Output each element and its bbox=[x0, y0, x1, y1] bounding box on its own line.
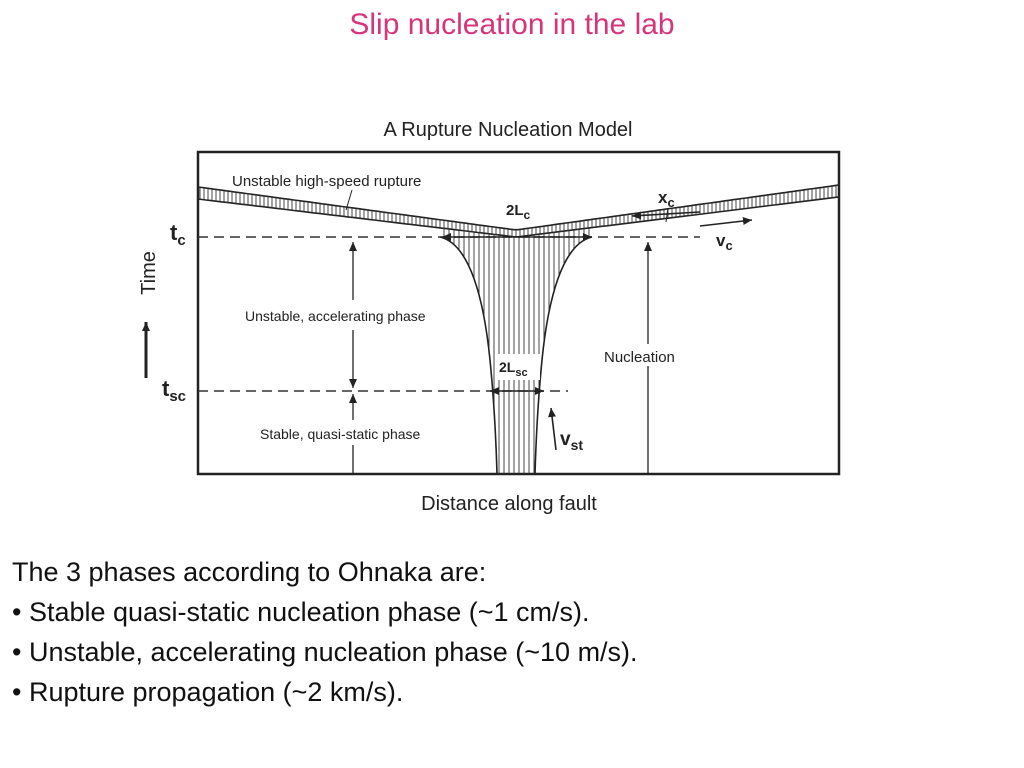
accelerating-phase-label: Unstable, accelerating phase bbox=[245, 308, 426, 324]
tc-label: tc bbox=[170, 220, 186, 249]
vc-label: vc bbox=[716, 231, 733, 253]
phase-bullet-1: • Stable quasi-static nucleation phase (… bbox=[12, 597, 590, 627]
diagram-title: A Rupture Nucleation Model bbox=[383, 119, 632, 141]
nucleation-curve-right bbox=[534, 236, 593, 475]
nucleation-label-bg bbox=[600, 344, 700, 366]
slide-title: Slip nucleation in the lab bbox=[349, 8, 675, 41]
vst-arrow bbox=[548, 407, 557, 451]
vst-label: vst bbox=[560, 429, 583, 453]
quasi-static-phase-label: Stable, quasi-static phase bbox=[260, 426, 421, 442]
phase-bullet-2: • Unstable, accelerating nucleation phas… bbox=[12, 637, 638, 667]
band-upper-edge bbox=[198, 184, 839, 231]
phase-bullet-3: • Rupture propagation (~2 km/s). bbox=[12, 677, 404, 707]
tsc-label: tsc bbox=[162, 376, 186, 405]
plot-frame bbox=[196, 150, 841, 476]
distance-axis-label: Distance along fault bbox=[421, 493, 597, 515]
vc-arrow bbox=[699, 217, 753, 227]
quasi-static-label-bg bbox=[256, 424, 456, 444]
rupture-label-leader bbox=[345, 189, 353, 211]
two-lsc-label: 2Lsc bbox=[499, 359, 528, 379]
rupture-nucleation-diagram: A Rupture Nucleation Model Time Unstable… bbox=[138, 119, 841, 515]
two-lsc-label-bg bbox=[496, 354, 540, 380]
nucleation-label: Nucleation bbox=[604, 349, 675, 366]
accelerating-label-bg bbox=[240, 303, 466, 325]
xc-arrow bbox=[631, 211, 701, 220]
xc-leader bbox=[665, 207, 669, 223]
time-axis-label: Time bbox=[138, 251, 160, 295]
nucleation-curve-left bbox=[439, 236, 498, 475]
unstable-rupture-label: Unstable high-speed rupture bbox=[232, 173, 421, 190]
phases-intro: The 3 phases according to Ohnaka are: bbox=[12, 557, 487, 587]
two-lc-label: 2Lc bbox=[506, 202, 531, 222]
phases-description: The 3 phases according to Ohnaka are: • … bbox=[12, 552, 638, 712]
xc-label: xc bbox=[658, 188, 675, 210]
